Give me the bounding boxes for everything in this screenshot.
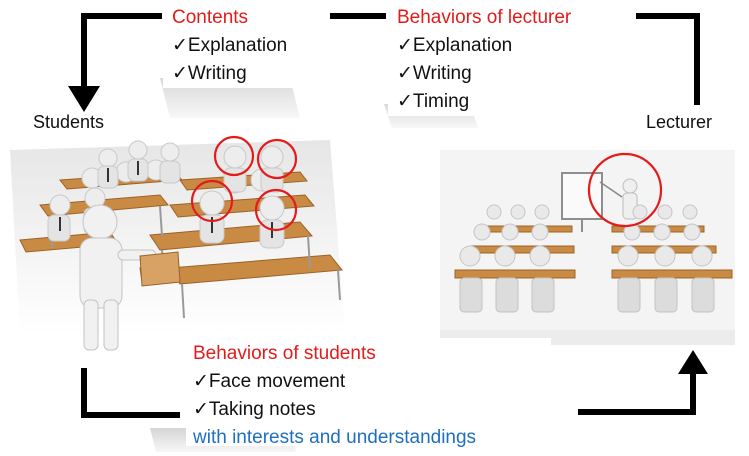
arrow-contents-to-students [81,13,162,88]
arrowhead-up-icon [678,350,708,374]
students-classroom-image [10,140,345,351]
lecturer-item-timing: ✓Timing [397,91,470,112]
arrow-lecturer-to-top [636,13,700,105]
lecturer-label: Lecturer [646,112,713,132]
lecturer-item-writing: ✓Writing [397,63,472,84]
arrow-students-to-bottom [81,368,180,418]
student-highlight-circles [190,135,298,232]
student-behaviors-note: with interests and understandings [193,427,477,448]
lecturer-behaviors-box [388,4,628,116]
contents-item-explanation: ✓Explanation [172,35,288,56]
arrowhead-down-icon [68,86,100,112]
student-item-taking-notes: ✓Taking notes [193,399,316,420]
contents-item-writing: ✓Writing [172,63,247,84]
flow-arrows [81,13,700,418]
lecturer-behaviors-title: Behaviors of lecturer [397,7,572,28]
student-behaviors-title: Behaviors of students [193,343,376,364]
contents-box [163,4,315,88]
lecturer-highlight-circle [587,152,663,228]
lecturer-classroom-image [440,150,735,345]
student-item-face-movement: ✓Face movement [193,371,346,392]
contents-shadow [160,78,300,118]
arrow-bottom-to-lecturer [578,372,696,415]
lecturer-item-explanation: ✓Explanation [397,35,513,56]
contents-title: Contents [172,7,249,28]
student-behaviors-box [186,338,551,446]
students-label: Students [33,112,105,132]
